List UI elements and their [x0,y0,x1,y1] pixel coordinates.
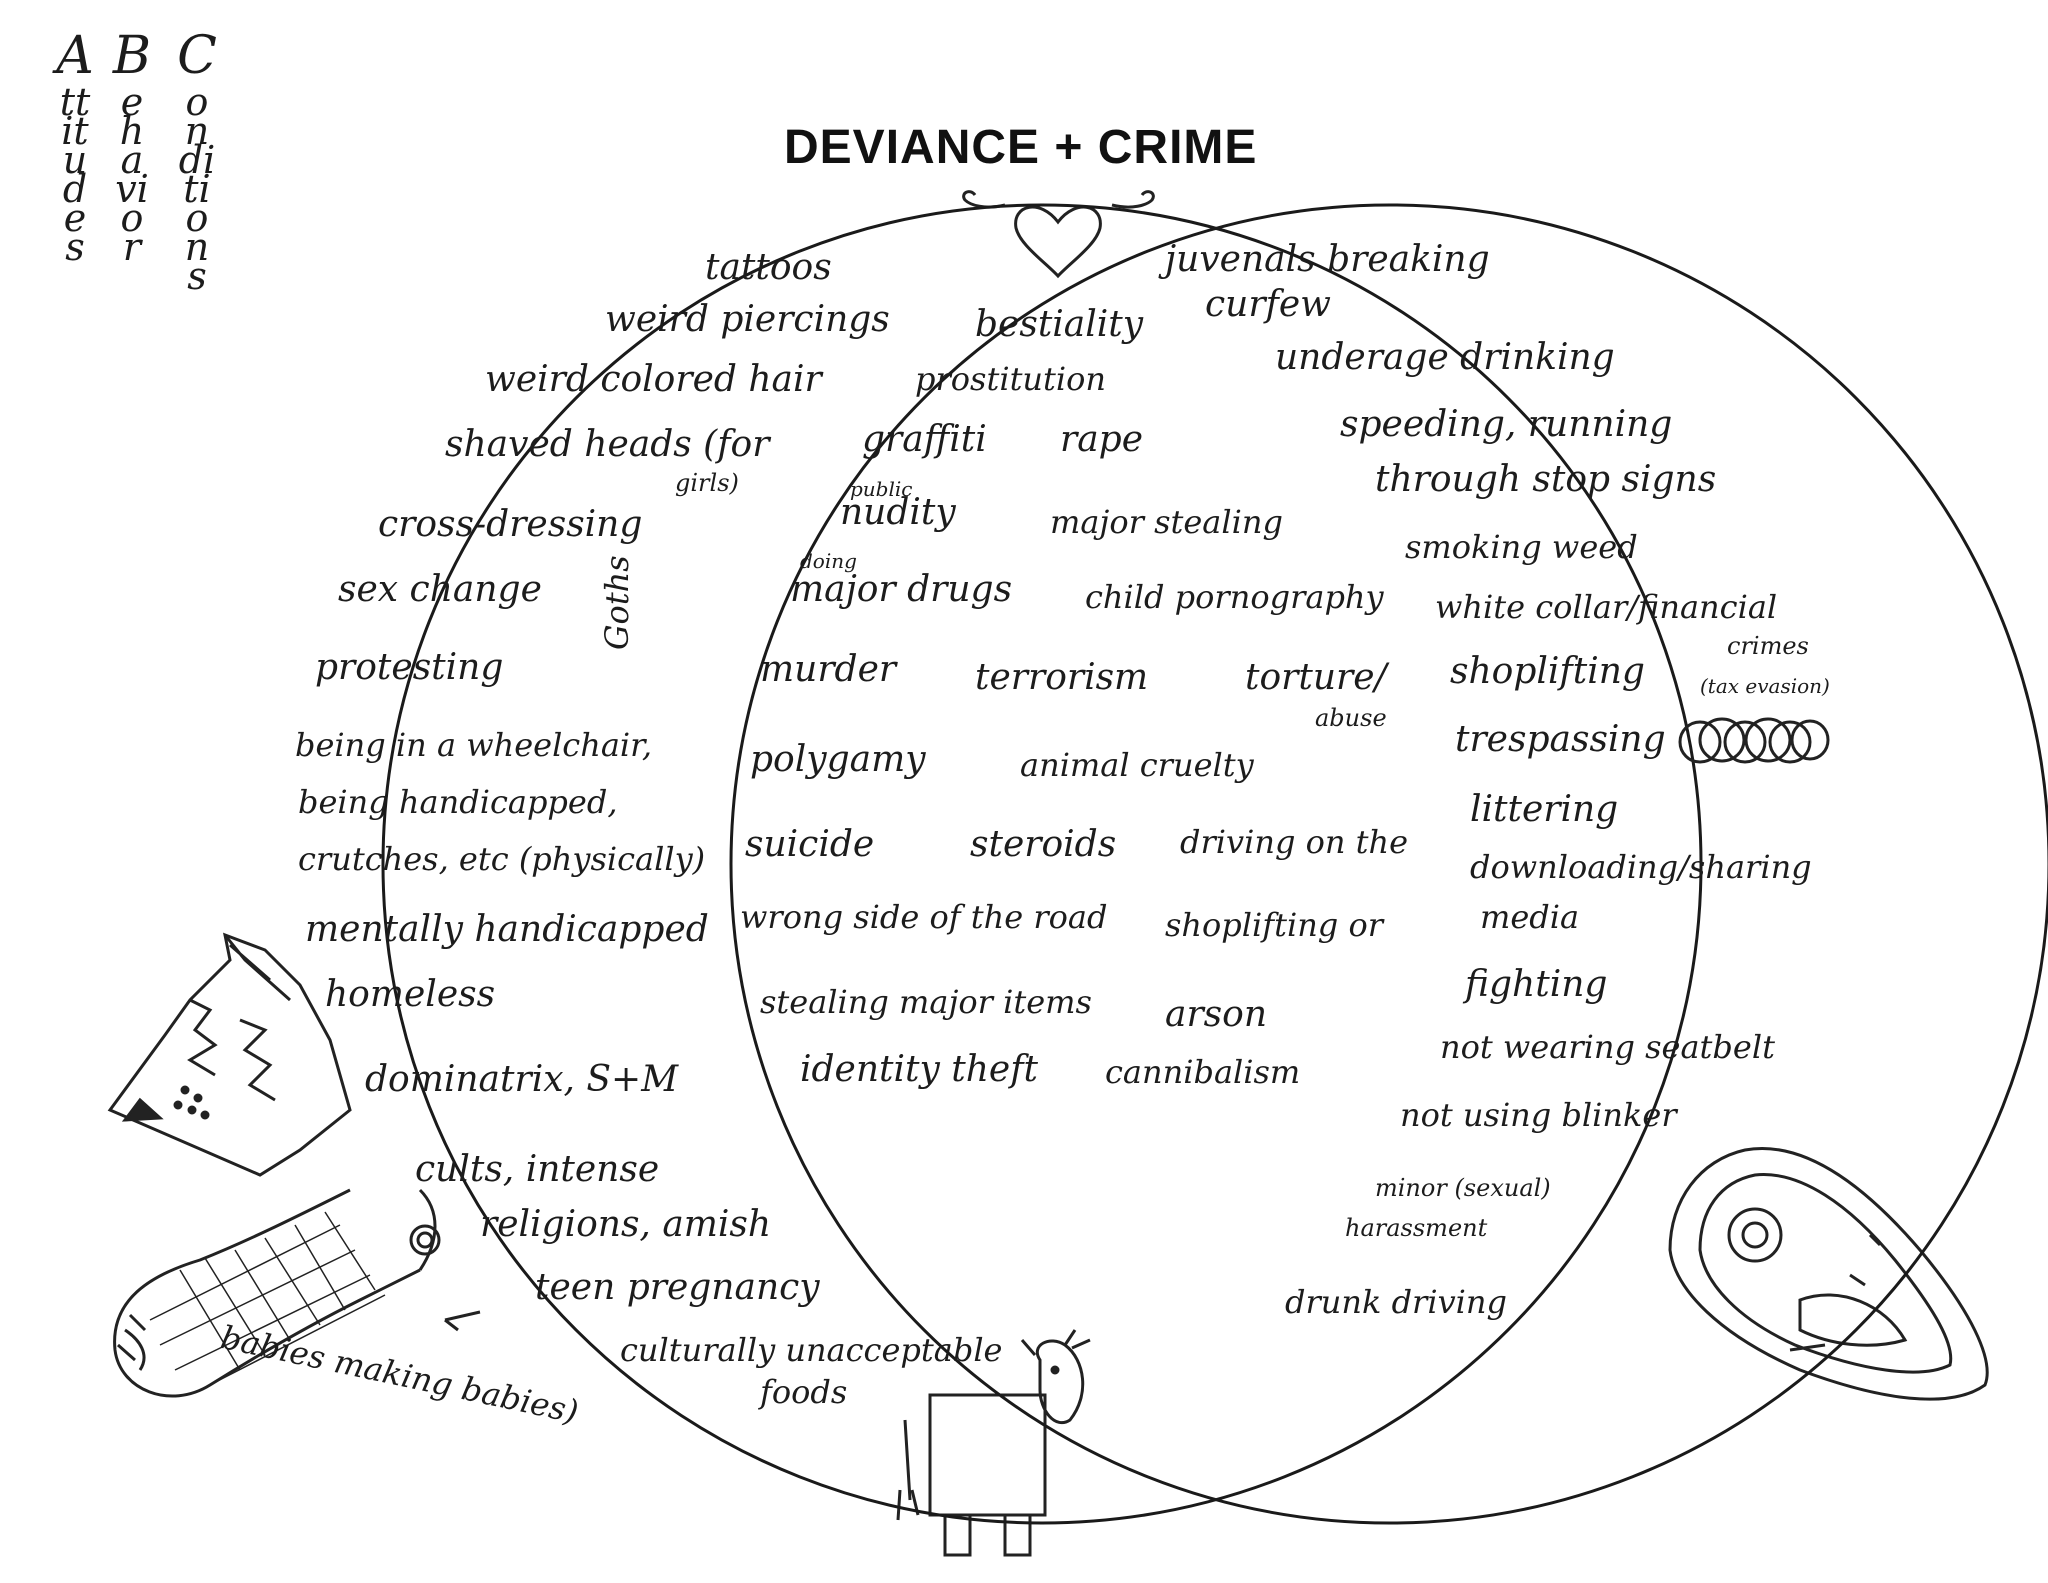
item-animal-cruelty: animal cruelty [1020,746,1254,784]
item-curfew: curfew [1205,284,1331,325]
item-nudity: nudity [840,492,956,533]
item-stop-signs: through stop signs [1375,459,1717,500]
cat-doodle [107,932,352,1177]
item-cannibalism: cannibalism [1105,1053,1301,1091]
scribble-mark [1678,717,1830,764]
item-underage-drinking: underage drinking [1275,337,1615,378]
letter-c: C [177,26,217,86]
item-downloading: downloading/sharing [1470,848,1812,886]
item-white-collar: white collar/financial [1435,588,1778,626]
item-steroids: steroids [970,824,1117,865]
item-bestiality: bestiality [975,304,1144,345]
item-trespassing: trespassing [1455,719,1666,760]
item-harassment: harassment [1345,1214,1488,1242]
item-protesting: protesting [315,647,504,688]
item-speeding: speeding, running [1340,404,1673,445]
item-sex-change: sex change [338,569,542,610]
item-polygamy: polygamy [750,739,926,780]
item-minor-harassment: minor (sexual) [1375,1174,1551,1202]
item-cross-dressing: cross-dressing [378,504,643,545]
item-child-pornography: child pornography [1085,578,1384,616]
item-unacceptable-foods: culturally unacceptable [620,1331,1003,1369]
item-weird-piercings: weird piercings [605,299,890,340]
item-religions: religions, amish [480,1204,772,1245]
item-media: media [1480,898,1580,936]
item-major-stealing: major stealing [1050,503,1283,541]
item-suicide: suicide [745,824,875,865]
item-identity-theft: identity theft [800,1049,1039,1090]
letter-b: B [112,26,152,86]
item-blinker: not using blinker [1400,1096,1677,1134]
item-public: public [850,477,913,501]
item-shaved-heads-cont: girls) [675,469,739,497]
letter-a: A [56,26,94,86]
item-teen-pregnancy: teen pregnancy [535,1267,820,1308]
item-rape: rape [1060,419,1144,460]
item-juvenals-curfew: juvenals breaking [1165,239,1490,280]
page-title: DEVIANCE + CRIME [784,121,1258,174]
item-mentally-handicapped: mentally handicapped [305,909,709,950]
item-wheelchair: being in a wheelchair, [295,726,653,764]
item-shaved-heads: shaved heads (for [445,424,770,465]
item-graffiti: graffiti [862,419,987,460]
word-conditions: onditions [178,80,216,298]
item-driving-wrong-side: driving on the [1180,823,1409,861]
item-torture: torture/ [1245,657,1387,698]
item-fighting: fighting [1465,964,1608,1005]
goat-doodle [896,1329,1091,1557]
item-handicapped: being handicapped, [298,783,618,821]
word-behavior: ehavior [115,80,149,269]
item-tattoos: tattoos [705,247,832,288]
item-crimes: crimes [1727,632,1809,660]
item-smoking-weed: smoking weed [1405,528,1638,566]
item-weird-hair: weird colored hair [485,359,822,400]
item-doing: doing [800,549,857,573]
item-foods: foods [760,1373,848,1411]
item-murder: murder [760,649,897,690]
item-tax-evasion: (tax evasion) [1700,674,1830,698]
deviance-circle [381,203,1703,1525]
wing-doodle [1668,1147,1989,1401]
item-crutches: crutches, etc (physically) [298,840,706,878]
word-attitudes: ttitudes [59,80,91,269]
item-stealing-major-items: stealing major items [760,983,1092,1021]
item-homeless: homeless [325,974,496,1015]
item-major-drugs: major drugs [790,569,1013,610]
item-abuse: abuse [1315,704,1387,732]
item-seatbelt: not wearing seatbelt [1440,1028,1775,1066]
item-prostitution: prostitution [915,360,1106,398]
sock-doodle [113,1188,481,1398]
item-littering: littering [1470,789,1619,830]
item-driving-wrong-side-cont: wrong side of the road [740,898,1108,936]
item-shoplifting: shoplifting [1450,651,1645,692]
item-terrorism: terrorism [975,657,1149,698]
item-cults: cults, intense [415,1149,660,1190]
item-shoplifting-major: shoplifting or [1165,906,1384,944]
item-arson: arson [1165,994,1268,1035]
item-drunk-driving: drunk driving [1285,1283,1507,1321]
item-dominatrix: dominatrix, S+M [365,1059,679,1100]
crime-circle [729,203,2048,1525]
item-goths: Goths [598,555,636,650]
